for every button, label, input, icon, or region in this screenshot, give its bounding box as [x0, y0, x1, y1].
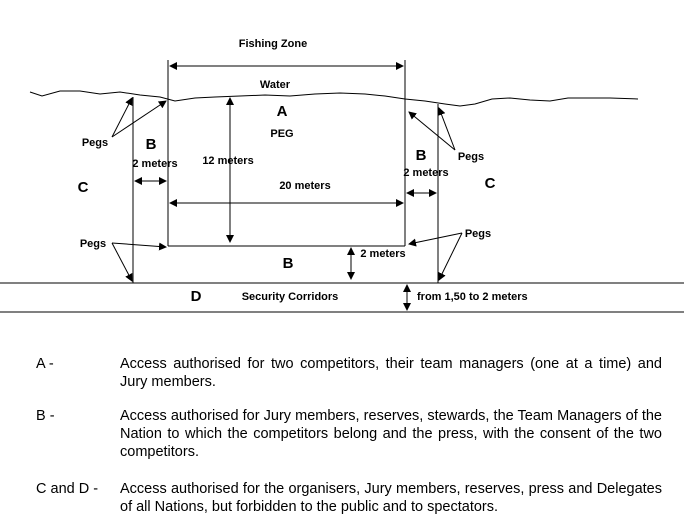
legend-key: C and D - — [36, 481, 99, 497]
pegs-bottom-right-pointer-a — [408, 232, 463, 247]
dim-2m-left-label: 2 meters — [132, 158, 177, 170]
pegs-bottom-left-label: Pegs — [80, 238, 106, 250]
zone-b-left-label: B — [146, 136, 157, 153]
fishing-zone-title: Fishing Zone — [239, 38, 307, 50]
water-label: Water — [260, 79, 291, 91]
dim-20m-label: 20 meters — [279, 180, 330, 192]
water-line — [29, 90, 639, 107]
fishing-zone-diagram: Fishing Zone Water A PEG B B B C C D Peg… — [0, 38, 684, 313]
zone-c-left-label: C — [78, 179, 89, 196]
dim-12m-label: 12 meters — [202, 155, 253, 167]
pegs-bottom-right-label: Pegs — [465, 228, 491, 240]
zone-b-right-label: B — [416, 147, 427, 164]
pegs-top-right-pointer-b — [437, 107, 456, 151]
legend-text: Access authorised for two competitors, t… — [120, 356, 662, 390]
pegs-bottom-left-pointer-b — [111, 242, 133, 282]
peg-label: PEG — [270, 128, 293, 140]
legend-key: B - — [36, 408, 55, 424]
dim-2m-right-label: 2 meters — [403, 167, 448, 179]
pegs-top-left-label: Pegs — [82, 137, 108, 149]
pegs-bottom-right-pointer-b — [438, 232, 463, 281]
pegs-top-right-pointer-a — [408, 111, 456, 151]
pegs-top-right-label: Pegs — [458, 151, 484, 163]
pegs-bottom-left-pointer-a — [111, 242, 167, 251]
dim-2m-bottom-label: 2 meters — [360, 248, 405, 260]
pegs-top-left-pointer-a — [111, 97, 133, 138]
legend-key: A - — [36, 356, 54, 372]
zone-b-bottom-label: B — [283, 255, 294, 272]
zone-c-right-label: C — [485, 175, 496, 192]
pegs-top-left-pointer-b — [111, 100, 167, 138]
zone-d-label: D — [191, 288, 202, 305]
zone-a-label: A — [277, 103, 288, 120]
corridor-width-label: from 1,50 to 2 meters — [417, 291, 528, 303]
legend-text: Access authorised for Jury members, rese… — [120, 408, 662, 460]
legend-text: Access authorised for the organisers, Ju… — [120, 481, 662, 515]
security-corridors-label: Security Corridors — [242, 291, 339, 303]
